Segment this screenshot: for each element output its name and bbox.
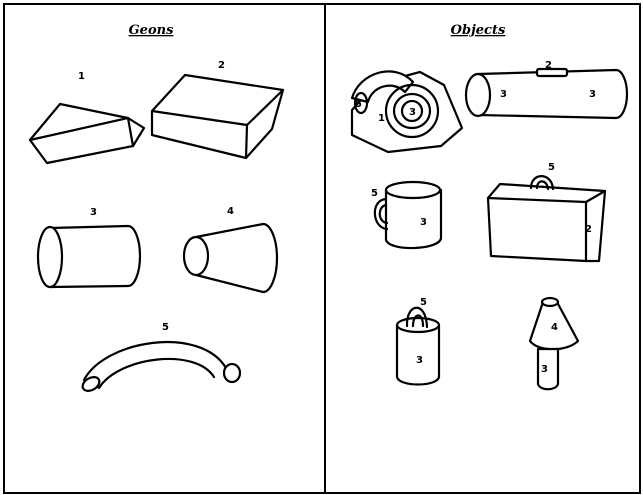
geon-label-5: 5: [162, 322, 169, 333]
flashlight-object: [464, 67, 629, 120]
mug-object: [373, 180, 443, 250]
flashlight-label-body: 3: [589, 89, 596, 100]
geon-truncated-cone: [182, 222, 279, 294]
geon-label-1: 1: [78, 71, 85, 82]
telephone-label-handset: 5: [355, 99, 362, 110]
figure-frame: [3, 3, 641, 494]
telephone-label-body: 1: [378, 113, 385, 124]
pail-label-handle: 5: [420, 297, 427, 308]
lamp-object: [528, 296, 580, 391]
lamp-label-shade: 4: [551, 322, 558, 333]
geon-label-3: 3: [90, 207, 97, 218]
geon-label-4: 4: [227, 206, 234, 217]
geon-curved-handle: [81, 340, 242, 392]
telephone-object: [350, 70, 464, 154]
geon-wedge: [28, 102, 146, 165]
geons-panel-title: Geons: [129, 23, 174, 38]
briefcase-label-case: 2: [585, 224, 592, 235]
mug-label-body: 3: [420, 217, 427, 228]
pail-object: [395, 306, 441, 386]
objects-panel-title: Objects: [451, 23, 506, 38]
telephone-label-dial: 3: [409, 107, 416, 118]
flashlight-label-switch: 2: [545, 60, 552, 71]
mug-label-handle: 5: [371, 188, 378, 199]
lamp-label-base: 3: [541, 364, 548, 375]
briefcase-object: [486, 175, 607, 263]
geon-cylinder: [36, 224, 142, 289]
geon-brick: [150, 73, 285, 160]
flashlight-label-head: 3: [500, 89, 507, 100]
pail-label-body: 3: [416, 355, 423, 366]
briefcase-label-handle: 5: [548, 162, 555, 173]
geon-label-2: 2: [218, 60, 225, 71]
